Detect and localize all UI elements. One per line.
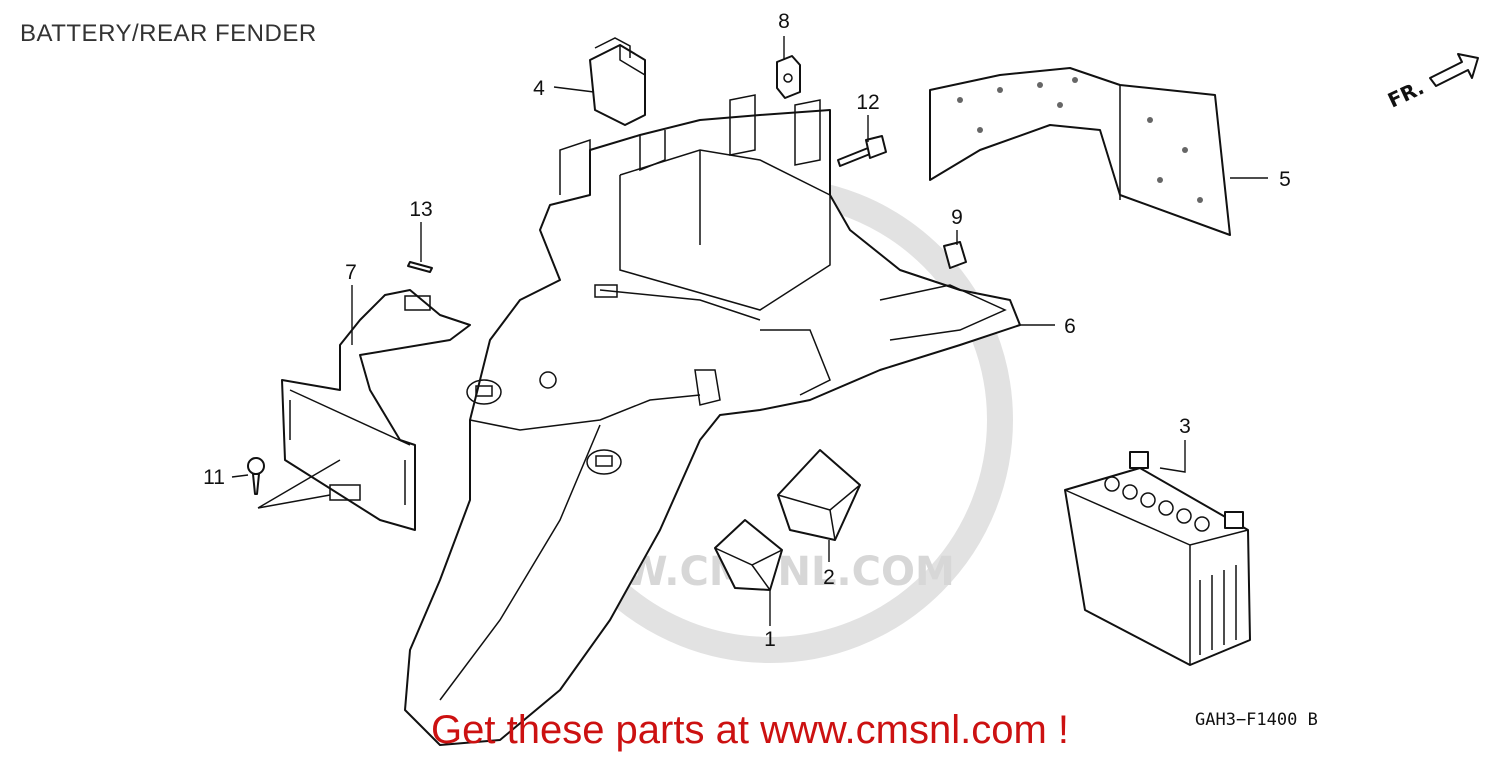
flange-bolt[interactable] [837, 135, 887, 167]
cap[interactable] [777, 449, 861, 541]
promo-banner[interactable]: Get these parts at www.cmsnl.com ! [0, 708, 1500, 753]
page-title: BATTERY/REAR FENDER [20, 20, 317, 47]
leader-lines [231, 36, 1268, 626]
callout-2: 2 [823, 566, 835, 589]
battery-rubber-sheet[interactable] [929, 67, 1231, 236]
promo-link[interactable]: Get these parts at www.cmsnl.com ! [431, 708, 1069, 752]
clip-nut[interactable] [776, 55, 801, 99]
tapping-screw[interactable] [247, 457, 265, 495]
callout-13: 13 [409, 198, 432, 221]
callout-1: 1 [764, 628, 776, 651]
callout-8: 8 [778, 10, 790, 33]
license-bracket[interactable] [281, 289, 471, 531]
grommet[interactable] [407, 261, 433, 273]
callout-9: 9 [951, 206, 963, 229]
callout-5: 5 [1279, 168, 1291, 191]
drawing-code: GAH3−F1400 B [1195, 710, 1318, 730]
callout-3: 3 [1179, 415, 1191, 438]
callout-12: 12 [856, 91, 879, 114]
callout-4: 4 [533, 77, 545, 100]
rear-fender[interactable] [404, 94, 1021, 746]
front-direction-arrow-icon: FR. [1384, 53, 1479, 113]
callout-6: 6 [1064, 315, 1076, 338]
rubber-mount[interactable] [714, 519, 783, 591]
fuse-holder[interactable] [589, 37, 646, 126]
clip[interactable] [943, 241, 967, 269]
direction-label: FR. [1384, 75, 1428, 112]
battery[interactable] [1064, 451, 1251, 666]
callout-7: 7 [345, 261, 357, 284]
callout-11: 11 [203, 466, 225, 489]
callout-numbers: 4 8 12 5 13 9 7 6 3 11 2 1 [203, 10, 1291, 651]
